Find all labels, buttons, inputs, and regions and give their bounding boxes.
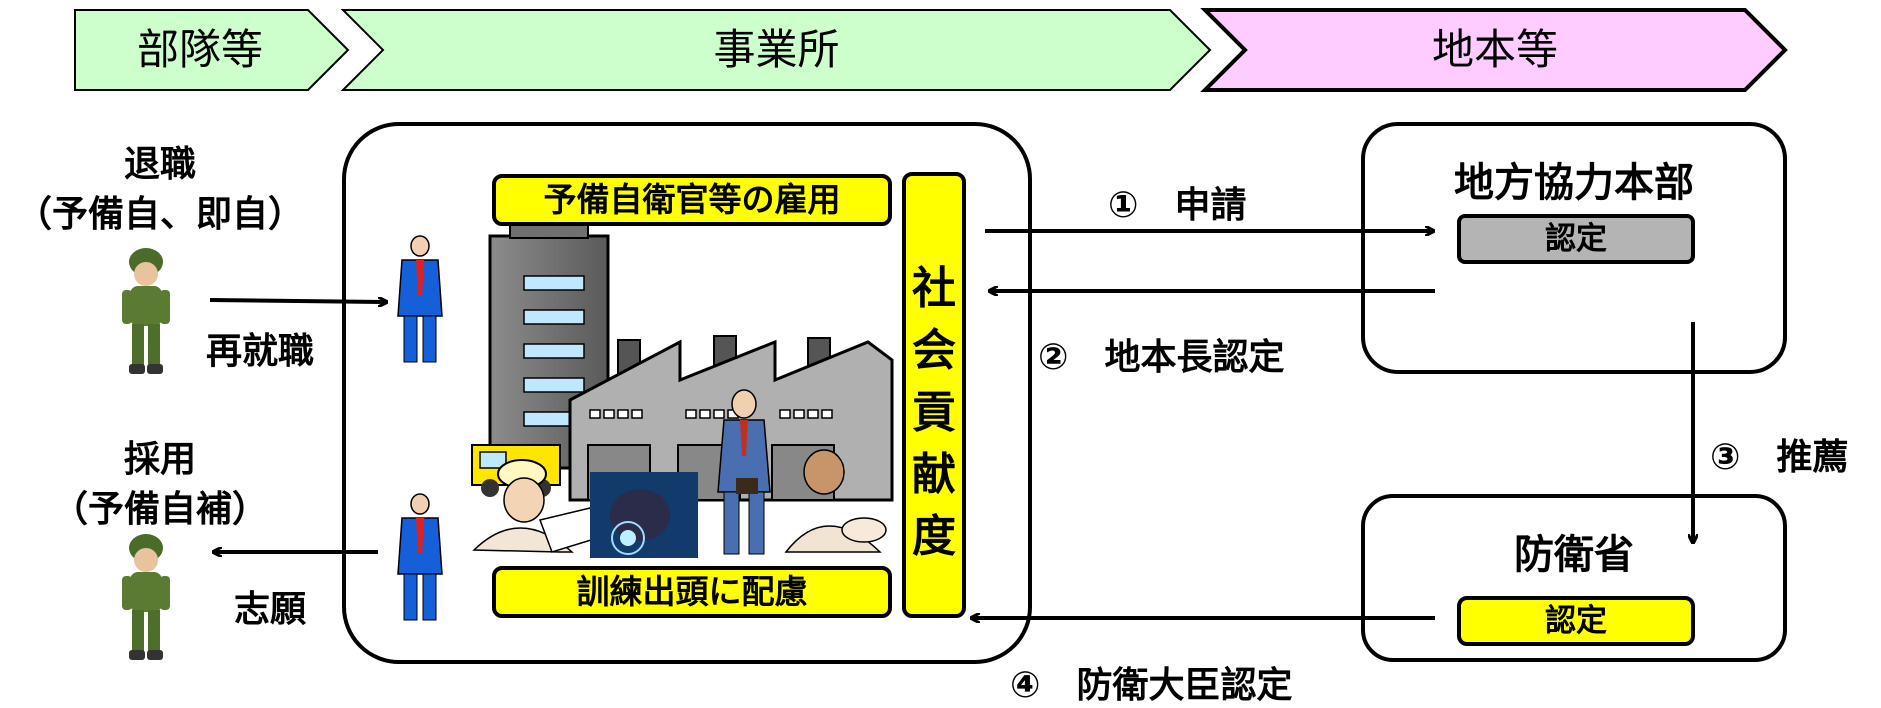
step-recommend-label: ③ 推薦 [1710,437,1849,478]
reemploy-label: 再就職 [206,331,315,372]
mod-cert-badge: 認定 [1457,596,1695,646]
soldier-icon [122,248,170,374]
welder-photo-icon [590,472,698,558]
step-minister-cert-label: ④ 防衛大臣認定 [1010,665,1293,706]
phase-label-units: 部隊等 [136,25,263,74]
pco-title: 地方協力本部 [1454,160,1694,206]
apply-label: 志願 [234,589,307,630]
step-application-label: ① 申請 [1108,185,1247,226]
phase-label-company: 事業所 [713,25,840,74]
arrow-reemploy [209,300,386,302]
phase-chevron-pco [1200,8,1788,92]
craftsman-icon [784,449,887,553]
worker-icon [472,459,606,553]
phase-chevron-company [340,9,1212,91]
step-pco-cert-label: ② 地本長認定 [1038,337,1285,378]
mod-title: 防衛省 [1514,532,1634,578]
hire-subtitle: （予備自補） [51,489,268,530]
training-banner: 訓練出頭に配慮 [492,566,892,618]
retire-title: 退職 [123,144,196,185]
hire-title: 採用 [123,439,196,480]
retire-subtitle: （予備自、即自） [15,194,304,235]
phase-chevron-units [74,9,350,91]
pco-cert-badge: 認定 [1457,214,1695,264]
businessman-icon [397,235,443,363]
soldier-icon [122,534,170,660]
phase-label-pco: 地本等 [1431,25,1558,74]
employment-banner: 予備自衛官等の雇用 [492,174,892,226]
businessman-briefcase-icon [717,389,771,555]
businessman-icon [397,493,443,621]
social-contribution-label: 社会貢献度 [902,172,966,618]
